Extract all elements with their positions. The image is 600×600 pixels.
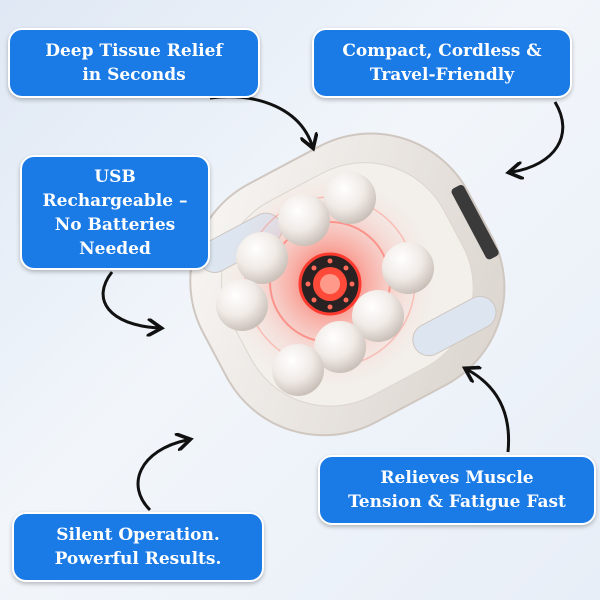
curved-arrow-icon	[512, 101, 565, 172]
callout-line: in Seconds	[82, 65, 186, 85]
callout-line: Tension & Fatigue Fast	[348, 492, 566, 512]
callout-compact: Compact, Cordless & Travel-Friendly	[312, 28, 572, 98]
callout-deep-tissue: Deep Tissue Relief in Seconds	[8, 28, 260, 98]
callout-line: Silent Operation.	[56, 525, 220, 545]
callout-line: Relieves Muscle	[380, 468, 534, 488]
callout-relieves-tension: Relieves Muscle Tension & Fatigue Fast	[318, 455, 596, 525]
led-ring-icon	[298, 252, 362, 316]
callout-line: Compact, Cordless &	[342, 41, 542, 61]
callout-line: Powerful Results.	[54, 549, 222, 569]
callout-silent-operation: Silent Operation. Powerful Results.	[12, 512, 264, 582]
curved-arrow-icon	[136, 440, 187, 512]
callout-usb-rechargeable: USB Rechargeable – No Batteries Needed	[20, 155, 210, 270]
callout-line: Rechargeable –	[42, 190, 188, 211]
callout-line: USB	[94, 166, 136, 187]
curved-arrow-icon	[101, 271, 158, 328]
curved-arrow-icon	[209, 95, 312, 145]
callout-line: No Batteries	[54, 214, 176, 235]
massage-balls	[216, 172, 434, 396]
curved-arrow-icon	[468, 370, 511, 453]
callout-line: Deep Tissue Relief	[45, 41, 223, 61]
callout-line: Travel-Friendly	[369, 65, 515, 85]
callout-line: Needed	[79, 238, 151, 259]
